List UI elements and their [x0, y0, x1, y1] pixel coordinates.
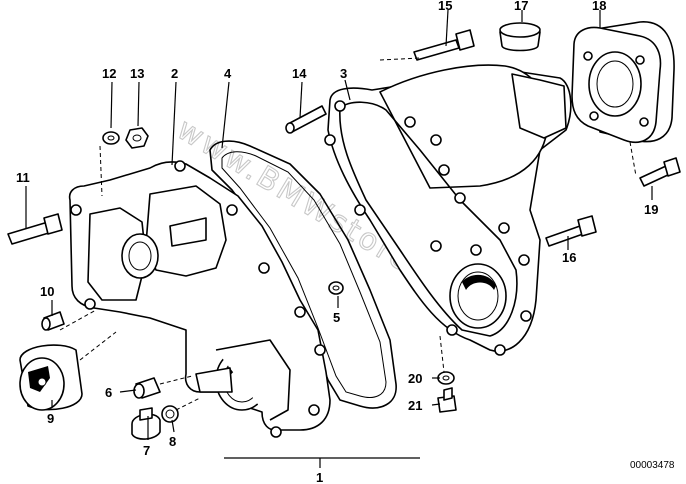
callout-8: 8	[169, 434, 176, 449]
callout-19: 19	[644, 202, 658, 217]
callout-15: 15	[438, 0, 452, 13]
callout-16: 16	[562, 250, 576, 265]
part-6-plug	[133, 377, 161, 399]
part-9-mount	[19, 344, 83, 411]
callout-11: 11	[16, 170, 30, 185]
callout-7: 7	[143, 443, 150, 458]
callout-14: 14	[292, 66, 307, 81]
callout-21: 21	[408, 398, 422, 413]
callout-17: 17	[514, 0, 528, 13]
drawing-code: 00003478	[630, 460, 675, 471]
callout-labels: 1 2 3 4 5 6 7 8 9 10 11 12 13 14 15 16 1…	[16, 0, 658, 484]
callout-9: 9	[47, 411, 54, 426]
callout-3: 3	[340, 66, 347, 81]
callout-4: 4	[224, 66, 232, 81]
part-3-rear-housing	[324, 64, 572, 356]
part-7-screw-plug	[131, 407, 161, 440]
callout-2: 2	[171, 66, 178, 81]
part-11-bolt	[7, 213, 63, 245]
part-19-bolt	[639, 157, 681, 187]
part-14-stud	[285, 105, 327, 134]
part-15-bolt	[413, 29, 475, 61]
callout-13: 13	[130, 66, 144, 81]
callout-20: 20	[408, 371, 422, 386]
leader-lines	[25, 9, 653, 468]
callout-5: 5	[333, 310, 340, 325]
callout-12: 12	[102, 66, 116, 81]
callout-18: 18	[592, 0, 606, 13]
part-16-bolt	[545, 215, 597, 247]
callout-10: 10	[40, 284, 54, 299]
callout-1: 1	[316, 470, 323, 484]
part-2-front-housing	[68, 160, 331, 438]
part-8-seal-ring	[161, 405, 179, 423]
part-21-plug	[437, 387, 457, 413]
part-13-nut	[125, 127, 149, 149]
part-12-washer	[102, 131, 120, 145]
part-5-washer	[328, 281, 344, 295]
part-18-end-cover	[571, 21, 675, 144]
part-20-seal-ring	[437, 371, 455, 385]
part-10-dowel	[41, 311, 65, 331]
callout-6: 6	[105, 385, 112, 400]
part-17-plug	[499, 22, 541, 52]
